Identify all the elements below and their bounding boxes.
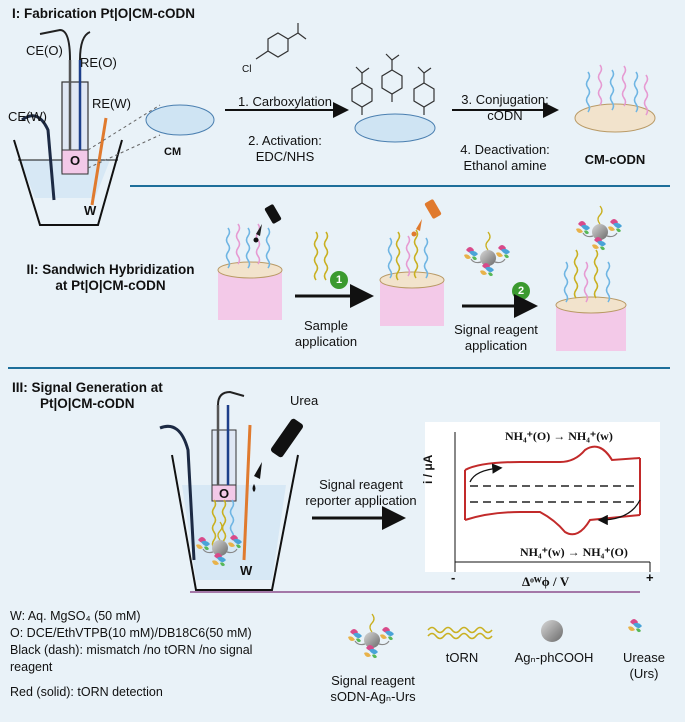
torn-strands: [313, 231, 329, 281]
urea-label: Urea: [290, 393, 319, 408]
cv-x-axis-label: Δᵒᵂϕ / V: [522, 574, 570, 589]
step-3-sublabel: cODN: [487, 108, 523, 123]
legend-ag-label: Agₙ-phCOOH: [514, 650, 594, 665]
electrochemical-cell-1: [13, 28, 123, 226]
signal-reagent-application-label: Signal reagent: [454, 322, 538, 337]
label-ce-o: CE(O): [26, 43, 63, 58]
section-3-subtitle: Pt|O|CM-cODN: [40, 396, 135, 411]
step-4-sublabel: Ethanol amine: [463, 158, 547, 173]
section-3-title: III: Signal Generation at: [12, 380, 163, 395]
cv-x-minus: -: [451, 570, 456, 585]
reporter-application-label: Signal reagent: [319, 477, 403, 492]
step-badge-1: [330, 271, 348, 289]
legend-line-3: Black (dash): mismatch /no tORN /no sign…: [10, 643, 253, 657]
zoom-line: [87, 104, 161, 151]
legend-ag-icon: [541, 620, 563, 642]
sample-application-sublabel: application: [294, 334, 358, 349]
zoom-line: [87, 134, 161, 169]
step-1-label: 1. Carboxylation: [238, 94, 332, 109]
label-o-phase-2: O: [219, 486, 230, 501]
urea-dropper: [252, 418, 304, 492]
electrode-tip-2: [379, 229, 445, 326]
step-2-label: 2. Activation:: [248, 133, 322, 148]
dropper-2: [411, 199, 442, 237]
label-cm: CM: [164, 146, 182, 158]
legend-line-2: O: DCE/EthVTPB(10 mM)/DB18C6(50 mM): [10, 626, 252, 640]
cv-x-plus: +: [646, 570, 654, 585]
legend-signal-reagent-label: Signal reagent: [331, 673, 415, 688]
legend-torn-icon: [427, 626, 493, 640]
legend-torn-label: tORN: [445, 650, 479, 665]
signal-reagent-icon: [464, 232, 510, 276]
reporter-application-sublabel: reporter application: [305, 493, 417, 508]
sample-application-label: Sample: [303, 318, 349, 333]
legend-line-4: reagent: [10, 660, 53, 674]
cv-y-axis-label: i / μA: [421, 454, 435, 484]
cm-disk: [145, 104, 215, 136]
signal-reagent-application-sublabel: application: [464, 338, 528, 353]
legend-signal-reagent-sublabel: sODN-Agₙ-Urs: [330, 689, 416, 704]
carboxylated-disk: [351, 53, 436, 143]
section-1-title: I: Fabrication Pt|O|CM-cODN: [12, 6, 196, 21]
legend-signal-reagent-icon: [348, 614, 394, 658]
legend-urease-icon: [628, 619, 642, 633]
section-2-subtitle: at Pt|O|CM-cODN: [55, 278, 166, 293]
step-3-label: 3. Conjugation:: [461, 92, 549, 107]
label-o-phase: O: [70, 153, 81, 168]
label-chloride: Cl: [242, 64, 252, 75]
cv-top-reaction: NH₄⁺(O) → NH₄⁺(w): [505, 429, 613, 443]
legend-urease-label: Urease: [623, 650, 665, 665]
electrode-tip-1: [217, 223, 283, 320]
label-re-o: RE(O): [80, 55, 117, 70]
label-w-phase-2: W: [240, 563, 253, 578]
cv-plot: [425, 422, 660, 572]
dropper-1: [253, 204, 282, 243]
cm-codn-disk: [574, 64, 656, 133]
legend-line-1: W: Aq. MgSO₄ (50 mM): [10, 609, 141, 623]
product-label: CM-cODN: [584, 152, 646, 167]
step-4-label: 4. Deactivation:: [460, 142, 550, 157]
legend-line-5: Red (solid): tORN detection: [10, 685, 163, 699]
electrochemical-cell-2: [159, 390, 299, 591]
diazonium-molecule: [255, 23, 307, 60]
legend-urease-sublabel: (Urs): [629, 666, 659, 681]
step-badge-1-label: 1: [335, 274, 343, 286]
label-re-w: RE(W): [92, 96, 131, 111]
label-ce-w: CE(W): [8, 109, 47, 124]
electrode-tip-3: [555, 206, 627, 351]
step-2-sublabel: EDC/NHS: [255, 149, 315, 164]
section-2-title: II: Sandwich Hybridization: [26, 262, 195, 277]
step-badge-2-label: 2: [517, 285, 525, 297]
label-w-phase: W: [84, 203, 97, 218]
cv-bottom-reaction: NH₄⁺(w) → NH₄⁺(O): [520, 545, 628, 559]
